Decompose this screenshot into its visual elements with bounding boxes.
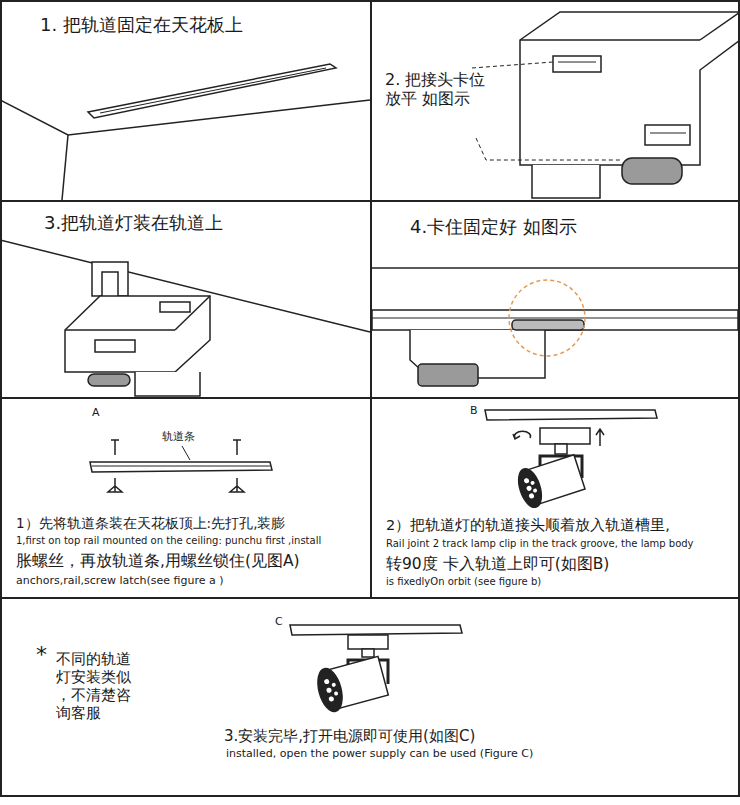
instruction-text: 2）把轨道灯的轨道接头顺着放入轨道槽里, [386,517,670,534]
figure-letter: C [275,615,283,628]
wall-corner [62,135,68,200]
connector-body [520,12,740,165]
instruction-panel: 1. 把轨道固定在天花板上 [0,0,372,202]
connector-slot [160,302,190,312]
panel-title: 4.卡住固定好 如图示 [410,216,577,238]
english-text: 1,first on top rail mounted on the ceili… [16,535,321,547]
spotlight [514,453,585,510]
locking-tab [418,364,478,386]
english-text: is fixedlyOn orbit (see figure b) [386,576,541,588]
lamp-stem [555,444,567,454]
instruction-panel: B 2）把轨道灯的轨道接头顺着放入轨道槽里, Rail joint 2 track … [370,397,740,599]
connector-slot [95,340,135,352]
lamp-stem [135,372,200,396]
connector-slot [553,56,601,72]
connector-body [65,296,210,372]
lamp-stem [362,649,374,657]
connector-slot [645,125,690,145]
latch [512,320,584,330]
figure-letter: B [470,404,478,417]
connector-edge [65,329,175,331]
connector-slot [650,133,686,134]
connector-edge [175,296,210,330]
up-arrow [596,429,604,446]
track-rail [90,462,272,472]
lamp-stem [532,165,600,198]
note-text: 不同的轨道 灯安装类似 ，不清楚咨 询客服 [56,650,136,722]
panel-title: 3.把轨道灯装在轨道上 [44,212,223,234]
track-rail [290,625,462,635]
instruction-panel: C * 不同的轨道 灯安装类似 ，不清楚咨 询客服 3.安装完毕,打开电源即可使用(如… [0,597,740,797]
anchor [230,478,244,492]
locking-tab [622,158,682,184]
locking-tab [88,374,130,386]
screw [233,440,241,455]
part-label: 轨道条 [162,430,195,443]
track-rail [372,310,738,330]
panel-title: 1. 把轨道固定在天花板上 [40,14,243,36]
rotate-arrow [513,434,520,439]
ceiling-edge [0,100,370,135]
instruction-text: 胀螺丝，再放轨道条,用螺丝锁住(见图A) [16,552,300,571]
instruction-panel: 2. 把接头卡位放平 如图示 [370,0,740,202]
english-text: installed, open the power supply can be … [226,747,533,760]
english-text: anchors,rail,screw latch(see figure a ) [16,574,224,587]
leader-line [476,138,620,160]
connector-body [540,428,590,444]
instruction-panel: 4.卡住固定好 如图示 [370,200,740,399]
track-profile [92,262,128,296]
instruction-text: 转90度 卡入轨道上即可(如图B) [386,555,609,574]
spotlight [314,655,389,715]
screw [111,440,119,455]
ceiling-edge [370,267,740,269]
instruction-panel: A 轨道条 1）先将轨道条装在天花板顶上:先打孔,装膨 1,first on top … [0,397,372,599]
leader-line [472,62,553,68]
instruction-panel: 3.把轨道灯装在轨道上 [0,200,372,399]
track-groove [100,68,326,113]
track-groove [92,466,270,467]
panel-title: 2. 把接头卡位放平 如图示 [385,70,501,108]
connector-edge [700,12,740,40]
track-groove [372,318,738,319]
leader-line [182,446,190,460]
instruction-text: 1）先将轨道条装在天花板顶上:先打孔,装膨 [16,515,285,531]
anchor [108,478,122,492]
figure-letter: A [92,406,100,419]
detail-circle [509,280,585,356]
instruction-text: 3.安装完毕,打开电源即可使用(如图C) [224,727,475,745]
track-rail [485,410,657,420]
connector-edge [520,39,700,41]
asterisk: * [36,642,47,668]
track-rail [88,64,336,118]
connector-body [348,635,388,649]
connector-slot [558,62,596,63]
english-text: Rail joint 2 track lamp clip in the trac… [386,538,694,550]
